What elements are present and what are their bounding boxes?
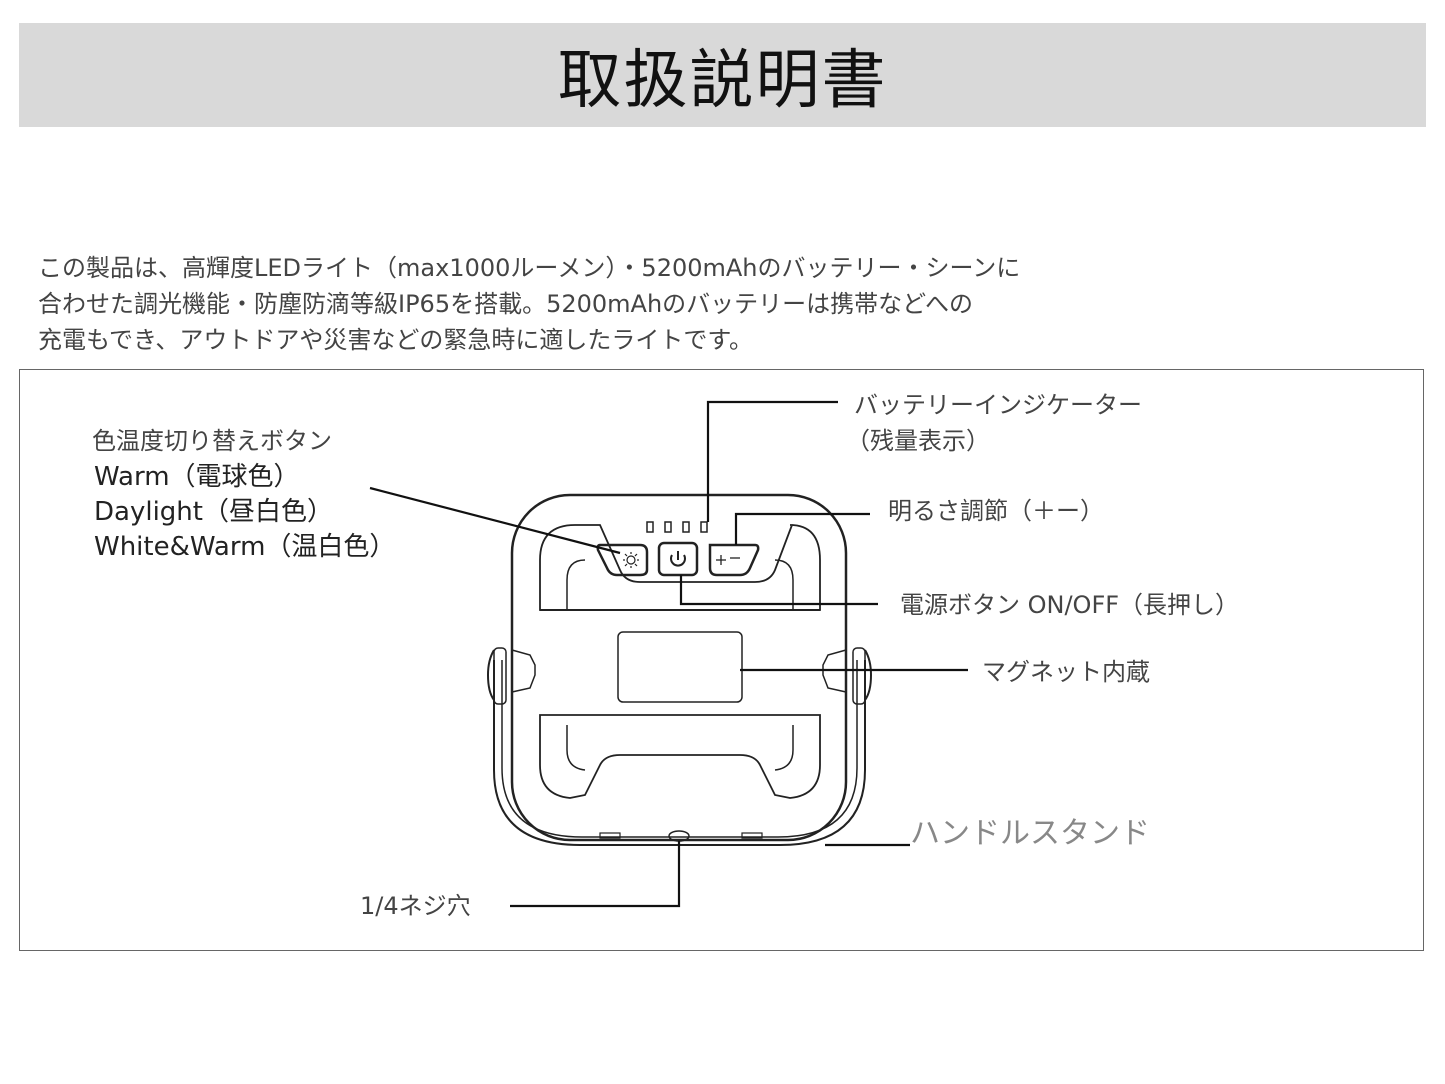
battery-led-indicators xyxy=(646,521,708,533)
color-temp-mode-warm: Warm（電球色） xyxy=(94,462,300,492)
bottom-grip xyxy=(539,714,821,799)
intro-line: 合わせた調光機能・防塵防滴等級IP65を搭載。5200mAhのバッテリーは携帯な… xyxy=(38,290,973,318)
magnet-area xyxy=(617,631,743,703)
battery-indicator-sublabel: （残量表示） xyxy=(846,427,990,455)
title-bar: 取扱説明書 xyxy=(19,23,1426,127)
screw-hole-label: 1/4ネジ穴 xyxy=(360,892,471,920)
power-button xyxy=(657,541,699,577)
intro-line: この製品は、高輝度LEDライト（max1000ルーメン）・5200mAhのバッテ… xyxy=(38,254,1021,282)
brightness-label: 明るさ調節（＋ー） xyxy=(888,497,1104,525)
color-temp-heading: 色温度切り替えボタン xyxy=(92,427,332,455)
hinge-left xyxy=(486,649,495,701)
color-temp-mode-white-warm: White&Warm（温白色） xyxy=(94,532,396,562)
power-icon xyxy=(670,551,686,567)
magnet-label: マグネット内蔵 xyxy=(982,658,1150,686)
intro-paragraph: この製品は、高輝度LEDライト（max1000ルーメン）・5200mAhのバッテ… xyxy=(38,250,1138,358)
battery-indicator-label: バッテリーインジケーター xyxy=(854,391,1142,419)
top-grip xyxy=(539,524,821,611)
hinge-right xyxy=(864,649,873,701)
device-body xyxy=(510,493,848,842)
plus-minus-icon xyxy=(716,555,740,565)
product-diagram: 色温度切り替えボタン Warm（電球色） Daylight（昼白色） White… xyxy=(19,369,1424,951)
handle-stand-label: ハンドルスタンド xyxy=(910,816,1150,851)
power-button-label: 電源ボタン ON/OFF（長押し） xyxy=(900,591,1240,619)
leader-lines xyxy=(369,400,968,908)
light-device-illustration xyxy=(369,400,968,908)
color-temp-mode-daylight: Daylight（昼白色） xyxy=(94,497,333,527)
page-title: 取扱説明書 xyxy=(557,44,888,118)
sun-icon xyxy=(623,552,639,568)
intro-line: 充電もでき、アウトドアや災害などの緊急時に適したライトです。 xyxy=(38,326,753,354)
handle-stand xyxy=(493,660,866,846)
brightness-button xyxy=(708,543,760,577)
